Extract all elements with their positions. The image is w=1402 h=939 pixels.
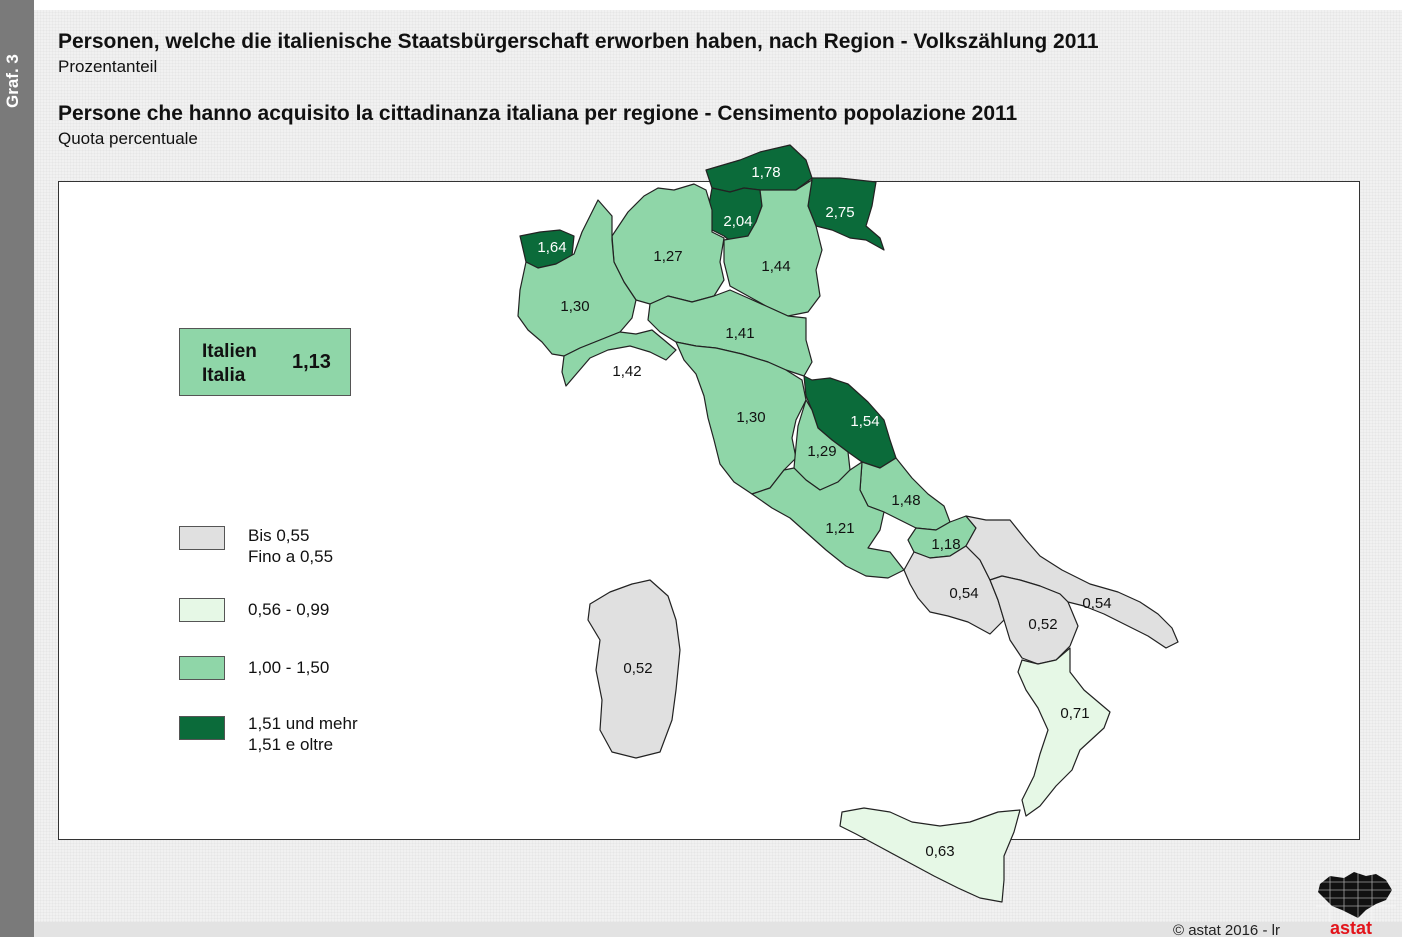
- title-german: Personen, welche die italienische Staats…: [58, 30, 1099, 53]
- region-value-label: 0,71: [1060, 705, 1089, 722]
- region-value-label: 1,54: [850, 413, 879, 430]
- region-value-label: 1,44: [761, 258, 790, 275]
- region-sardegna: [587, 579, 681, 759]
- italy-total-box: Italien Italia 1,13: [179, 328, 351, 396]
- sidebar: Graf. 3: [0, 0, 34, 937]
- title-italian: Persone che hanno acquisito la cittadina…: [58, 102, 1018, 125]
- legend-label-secondary: Fino a 0,55: [248, 547, 334, 566]
- legend-label-secondary: 1,51 e oltre: [248, 735, 334, 754]
- region-value-label: 1,78: [751, 164, 780, 181]
- total-label-german: Italien: [202, 341, 257, 362]
- legend-swatch: [179, 656, 225, 680]
- region-value-label: 0,54: [1082, 595, 1111, 612]
- region-value-label: 1,18: [931, 536, 960, 553]
- astat-logo-text: astat: [1330, 918, 1373, 938]
- region-value-label: 1,48: [891, 492, 920, 509]
- subtitle-italian: Quota percentuale: [58, 129, 198, 148]
- legend-swatch: [179, 526, 225, 550]
- subtitle-german: Prozentanteil: [58, 57, 158, 76]
- total-label-italian: Italia: [202, 365, 246, 386]
- region-value-label: 2,04: [723, 213, 752, 230]
- region-calabria: [1017, 647, 1111, 817]
- region-lombardia: [611, 183, 725, 305]
- region-value-label: 1,42: [612, 363, 641, 380]
- copyright-text: © astat 2016 - lr: [1173, 922, 1280, 939]
- region-value-label: 1,30: [736, 409, 765, 426]
- region-value-label: 0,52: [623, 660, 652, 677]
- region-value-label: 1,64: [537, 239, 566, 256]
- region-value-label: 1,27: [653, 248, 682, 265]
- region-value-label: 0,54: [949, 585, 978, 602]
- region-sicilia: [839, 807, 1021, 903]
- region-value-label: 1,30: [560, 298, 589, 315]
- region-value-label: 2,75: [825, 204, 854, 221]
- region-liguria: [561, 329, 677, 387]
- astat-logo-icon: [1316, 870, 1396, 922]
- region-piemonte: [517, 199, 637, 357]
- legend-label: 0,56 - 0,99: [248, 600, 330, 619]
- region-value-label: 1,21: [825, 520, 854, 537]
- legend-label: Bis 0,55: [248, 526, 310, 545]
- footer-bar: [34, 922, 1402, 937]
- region-lazio: [751, 461, 905, 579]
- region-value-label: 0,52: [1028, 616, 1057, 633]
- top-strip: [34, 0, 1402, 10]
- legend-swatch: [179, 716, 225, 740]
- legend-label: 1,51 und mehr: [248, 714, 358, 733]
- region-value-label: 0,63: [925, 843, 954, 860]
- legend-swatch: [179, 598, 225, 622]
- legend-label: 1,00 - 1,50: [248, 658, 330, 677]
- region-value-label: 1,41: [725, 325, 754, 342]
- region-toscana: [675, 341, 807, 495]
- region-value-label: 1,29: [807, 443, 836, 460]
- region-basilicata: [989, 575, 1079, 665]
- total-value: 1,13: [292, 351, 331, 373]
